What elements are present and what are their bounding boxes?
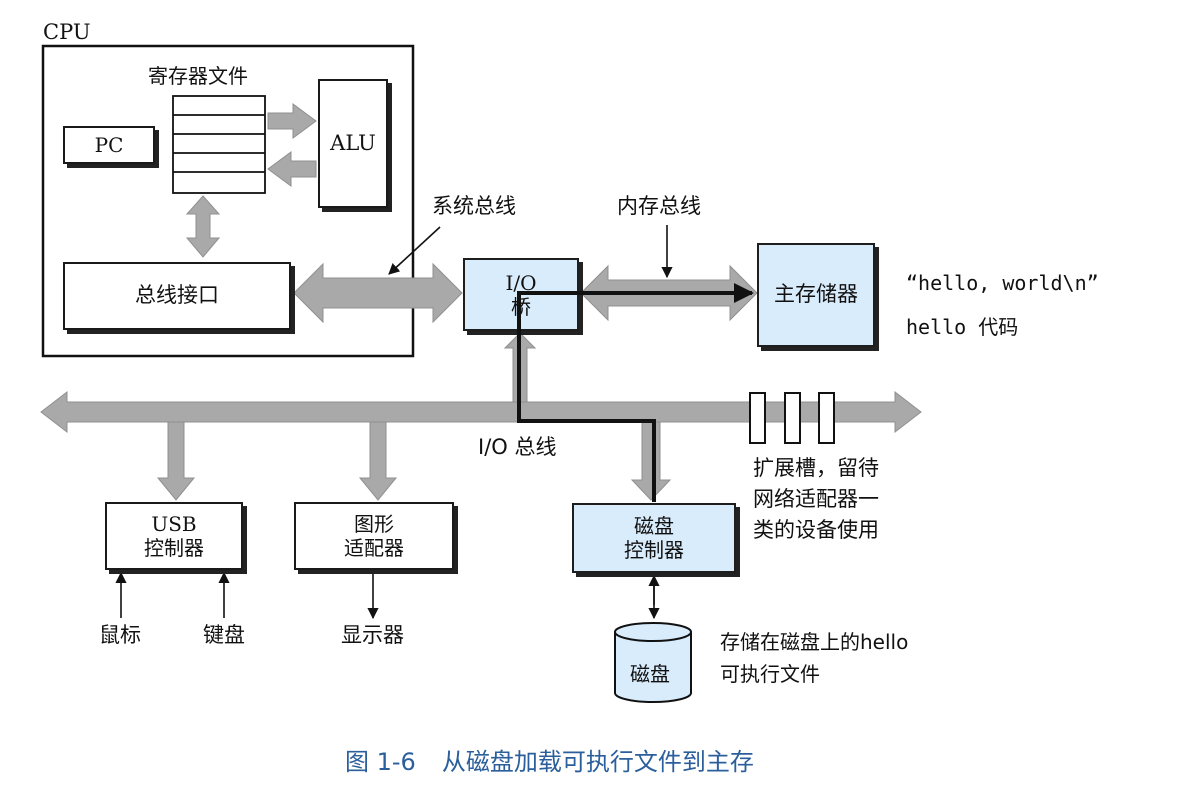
bus-interface-box: 总线接口 [63,262,291,330]
io-bus-arrow [40,390,922,434]
usb-branch-arrow [156,421,196,501]
alu-box: ALU [318,79,388,208]
graphics-adapter-box: 图形 适配器 [294,502,454,570]
regfile-to-alu-arrow [267,103,317,139]
figure-number: 图 1-6 [345,748,416,776]
cpu-title: CPU [43,20,91,44]
disk-controller-line1: 磁盘 [634,514,674,538]
register-file-stack [172,95,266,194]
expansion-slots [749,392,835,444]
disk-note-line1: 存储在磁盘上的hello [720,630,909,654]
usb-controller-box: USB 控制器 [105,502,243,570]
load-path-arrow [517,283,754,502]
pc-register: PC [63,126,155,164]
main-memory-label: 主存储器 [774,282,858,307]
graphics-branch-arrow [358,421,398,501]
keyboard-label: 键盘 [203,623,245,647]
figure-caption: 图 1-6 从磁盘加载可执行文件到主存 [345,742,754,777]
system-bus-label: 系统总线 [432,194,516,218]
disk-note-line2: 可执行文件 [720,662,820,686]
display-label: 显示器 [341,623,404,647]
mouse-label: 鼠标 [99,623,141,647]
pc-label: PC [94,133,124,157]
register-file-label: 寄存器文件 [148,64,248,88]
figure-title: 从磁盘加载可执行文件到主存 [441,748,754,776]
bus-interface-label: 总线接口 [135,283,219,308]
expansion-note-line3: 类的设备使用 [753,518,879,542]
cpu-frame [41,44,415,358]
hello-world-string: “hello, world\n” [906,271,1099,295]
alu-to-regfile-arrow [267,151,317,187]
expansion-note-line2: 网络适配器一 [753,487,879,511]
hello-code-label: hello 代码 [906,315,1019,339]
disk-controller-line2: 控制器 [624,538,684,562]
usb-controller-line1: USB [151,512,197,536]
memory-bus-label: 内存总线 [617,194,701,218]
graphics-adapter-line2: 适配器 [344,536,404,560]
disk-controller-box: 磁盘 控制器 [572,503,736,573]
expansion-note-line1: 扩展槽，留待 [753,456,879,480]
system-bus-arrow [293,262,463,324]
graphics-adapter-line1: 图形 [354,512,394,536]
disk-cylinder [614,622,692,703]
disk-label: 磁盘 [630,662,670,686]
main-memory-box: 主存储器 [757,243,875,347]
alu-label: ALU [330,130,376,155]
io-bus-label: I/O 总线 [478,435,557,459]
usb-controller-line2: 控制器 [144,536,204,560]
system-bus-pointer [388,226,441,275]
regfile-businterface-arrow [185,195,221,258]
disk-branch-arrow [630,421,672,501]
io-bridge-line1: I/O [505,270,537,295]
